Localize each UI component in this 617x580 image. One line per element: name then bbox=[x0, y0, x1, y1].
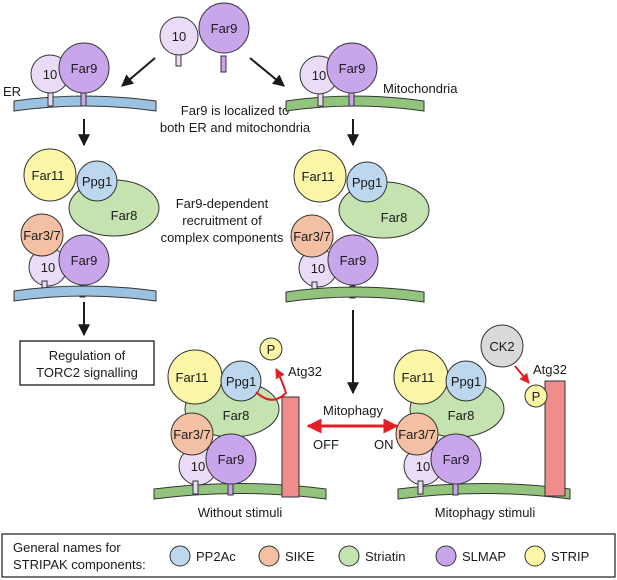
complex-without-stimuli: Far8 Far11 Ppg1 10 Far3/7 Far9 bbox=[167, 349, 280, 496]
svg-text:10: 10 bbox=[191, 459, 205, 474]
svg-text:Far3/7: Far3/7 bbox=[23, 228, 61, 243]
atg32-right bbox=[544, 380, 566, 497]
off-label: OFF bbox=[313, 437, 339, 452]
on-label: ON bbox=[374, 437, 394, 452]
mito-label: Mitochondria bbox=[383, 81, 458, 96]
legend-swatch-pp2ac bbox=[169, 545, 191, 567]
caption-mitophagy-stimuli: Mitophagy stimuli bbox=[435, 505, 536, 520]
svg-text:Far9: Far9 bbox=[218, 452, 245, 467]
protein-ck2 bbox=[480, 324, 524, 368]
mitophagy-label: Mitophagy bbox=[323, 403, 383, 418]
svg-text:TORC2 signalling: TORC2 signalling bbox=[36, 365, 138, 380]
legend: General names for STRIPAK components: PP… bbox=[1, 533, 616, 578]
ck2-phosphorylation-arrow bbox=[514, 365, 530, 384]
legend-label-strip: STRIP bbox=[551, 549, 589, 564]
svg-text:Regulation of: Regulation of bbox=[49, 348, 126, 363]
ppg1-dephosphorylation-arrow bbox=[255, 368, 288, 401]
svg-text:Far11: Far11 bbox=[32, 168, 65, 183]
svg-text:P: P bbox=[532, 389, 541, 404]
legend-label-sike: SIKE bbox=[285, 549, 315, 564]
mito-membrane-right bbox=[397, 483, 571, 500]
svg-text:Far8: Far8 bbox=[223, 408, 250, 423]
complex-mitophagy-stimuli: Far8 Far11 Ppg1 10 Far3/7 Far9 bbox=[393, 349, 505, 496]
arrow-to-er bbox=[121, 57, 156, 87]
arrow-to-mito bbox=[249, 57, 285, 87]
er-membrane-bottom bbox=[13, 285, 157, 302]
mito-membrane-top bbox=[285, 95, 425, 112]
caption-recruit-1: Far9-dependent bbox=[176, 196, 269, 211]
svg-text:10: 10 bbox=[311, 261, 325, 276]
protein-10-label: 10 bbox=[172, 29, 186, 44]
legend-swatch-strip bbox=[524, 545, 546, 567]
mito-membrane-middle bbox=[285, 286, 425, 303]
protein-10 bbox=[159, 16, 199, 56]
svg-text:Far9: Far9 bbox=[339, 61, 366, 76]
er-label: ER bbox=[3, 84, 21, 99]
caption-recruit-2: recruitment of bbox=[182, 213, 262, 228]
svg-text:Far3/7: Far3/7 bbox=[398, 427, 436, 442]
atg32-left bbox=[281, 396, 300, 498]
er-complex-top: 10 Far9 bbox=[30, 42, 110, 107]
phospho-right bbox=[524, 384, 548, 408]
caption-without-stimuli: Without stimuli bbox=[198, 505, 283, 520]
mito-membrane-left bbox=[153, 483, 327, 500]
svg-text:P: P bbox=[267, 342, 276, 357]
svg-text:Far9: Far9 bbox=[71, 61, 98, 76]
torc2-box: Regulation of TORC2 signalling bbox=[19, 340, 155, 386]
svg-text:10: 10 bbox=[312, 68, 326, 83]
phospho-left bbox=[259, 337, 283, 361]
svg-text:Far8: Far8 bbox=[448, 408, 475, 423]
legend-label-slmap: SLMAP bbox=[462, 549, 506, 564]
svg-text:Ppg1: Ppg1 bbox=[226, 374, 256, 389]
svg-text:Far9: Far9 bbox=[443, 452, 470, 467]
legend-title-1: General names for bbox=[13, 540, 121, 555]
legend-label-pp2ac: PP2Ac bbox=[196, 549, 236, 564]
legend-swatch-striatin bbox=[338, 545, 360, 567]
caption-recruit-3: complex components bbox=[161, 230, 284, 245]
atg32-right-label: Atg32 bbox=[533, 362, 567, 377]
svg-text:Far11: Far11 bbox=[302, 169, 335, 184]
svg-text:Far3/7: Far3/7 bbox=[173, 427, 211, 442]
protein-far9 bbox=[198, 2, 250, 54]
atg32-left-label: Atg32 bbox=[288, 364, 322, 379]
legend-title-2: STRIPAK components: bbox=[13, 557, 146, 572]
caption-localized-2: both ER and mitochondria bbox=[160, 120, 311, 135]
caption-localized-1: Far9 is localized to bbox=[181, 103, 289, 118]
legend-swatch-slmap bbox=[435, 545, 457, 567]
svg-text:Far8: Far8 bbox=[111, 208, 138, 223]
svg-text:Ppg1: Ppg1 bbox=[82, 174, 112, 189]
svg-text:Far9: Far9 bbox=[71, 253, 98, 268]
svg-text:10: 10 bbox=[41, 260, 55, 275]
svg-text:Ppg1: Ppg1 bbox=[352, 175, 382, 190]
protein-far9-label: Far9 bbox=[211, 21, 238, 36]
svg-text:10: 10 bbox=[416, 459, 430, 474]
svg-text:Far3/7: Far3/7 bbox=[293, 229, 331, 244]
top-free-complex: 10 Far9 bbox=[159, 2, 250, 73]
legend-swatch-sike bbox=[258, 545, 280, 567]
svg-text:CK2: CK2 bbox=[489, 339, 514, 354]
svg-text:Ppg1: Ppg1 bbox=[451, 374, 481, 389]
mito-complex-full: Far8 Far11 Ppg1 10 Far3/7 Far9 bbox=[290, 149, 430, 299]
svg-text:Far8: Far8 bbox=[381, 210, 408, 225]
svg-text:Far11: Far11 bbox=[402, 370, 435, 385]
er-complex-full: Far8 Far11 Ppg1 10 Far3/7 Far9 bbox=[20, 148, 160, 298]
mito-complex-top: 10 Far9 bbox=[299, 42, 378, 107]
svg-text:Far11: Far11 bbox=[176, 370, 209, 385]
svg-text:Far9: Far9 bbox=[340, 253, 367, 268]
svg-text:10: 10 bbox=[43, 67, 57, 82]
legend-label-striatin: Striatin bbox=[365, 549, 405, 564]
